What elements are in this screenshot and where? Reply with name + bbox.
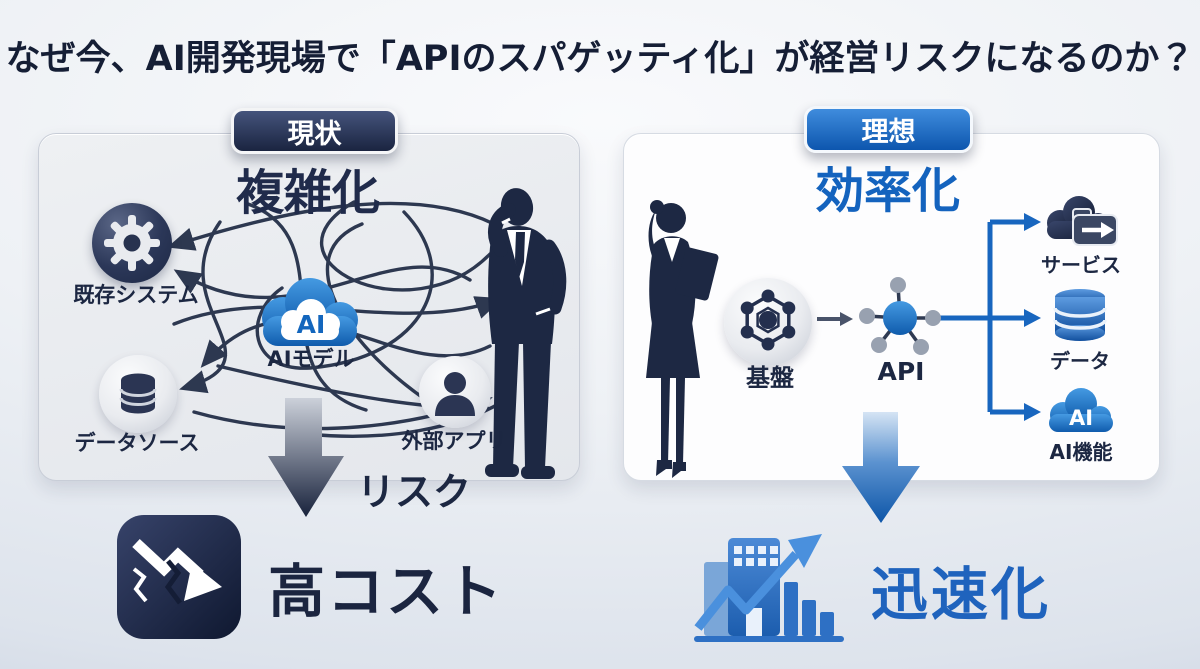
api-node-icon bbox=[859, 277, 941, 355]
network-hub-icon bbox=[740, 289, 796, 351]
ai-cloud-text: AI bbox=[297, 310, 326, 339]
businessman-silhouette bbox=[485, 188, 567, 479]
current-state-badge: 現状 bbox=[231, 108, 398, 154]
database-blue-icon bbox=[1053, 289, 1107, 341]
data-source-node bbox=[99, 355, 177, 433]
ai-function-label: AI機能 bbox=[1049, 440, 1113, 464]
ai-function-cloud-text: AI bbox=[1069, 406, 1093, 430]
external-app-label: 外部アプリ bbox=[401, 429, 507, 453]
businesswoman-silhouette bbox=[646, 200, 719, 478]
data-source-label: データソース bbox=[74, 431, 200, 455]
growth-chart-icon bbox=[694, 534, 844, 642]
foundation-label: 基盤 bbox=[746, 364, 794, 392]
page-title: なぜ今、AI開発現場で「APIのスパゲッティ化」が経営リスクになるのか？ bbox=[5, 39, 1195, 79]
database-icon bbox=[119, 373, 157, 414]
foundation-node bbox=[724, 278, 812, 366]
ai-model-label: AIモデル bbox=[267, 347, 355, 371]
risk-down-arrow bbox=[268, 398, 344, 517]
ai-cloud-icon: AI bbox=[262, 278, 358, 346]
ai-function-cloud-icon: AI bbox=[1049, 388, 1113, 432]
existing-system-label: 既存システム bbox=[73, 283, 199, 307]
risk-label: リスク bbox=[357, 470, 472, 514]
cloud-folder-icon bbox=[1047, 196, 1118, 246]
current-state-heading: 複雑化 bbox=[235, 165, 381, 221]
current-outcome: 高コスト bbox=[268, 559, 504, 625]
data-label: データ bbox=[1050, 349, 1110, 373]
gear-icon bbox=[104, 215, 160, 271]
ideal-outcome: 迅速化 bbox=[871, 562, 1051, 628]
ideal-state-heading: 効率化 bbox=[815, 163, 961, 219]
api-label: API bbox=[877, 357, 925, 386]
service-label: サービス bbox=[1041, 253, 1121, 277]
api-branch-connector bbox=[940, 213, 1041, 421]
foundation-to-api-arrow bbox=[817, 312, 853, 326]
ideal-state-badge: 理想 bbox=[804, 106, 973, 153]
existing-system-node bbox=[92, 203, 172, 283]
crash-chart-icon bbox=[117, 515, 241, 639]
ideal-down-arrow bbox=[842, 412, 920, 523]
